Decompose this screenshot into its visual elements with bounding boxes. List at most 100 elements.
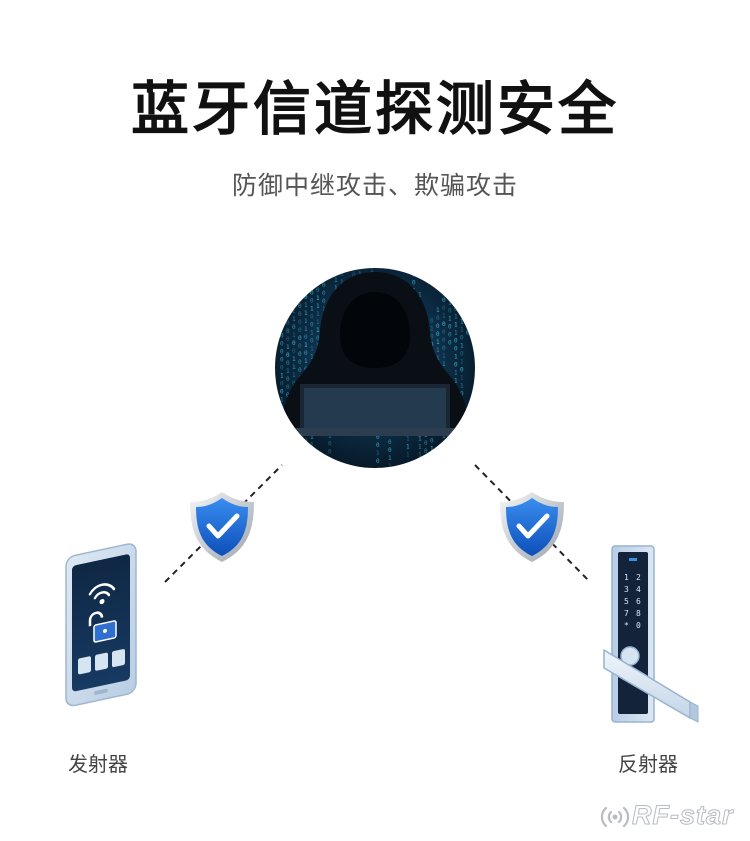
- matrix-glyph: 1: [292, 316, 296, 323]
- matrix-glyph: 0: [280, 380, 284, 387]
- matrix-glyph: 1: [460, 342, 464, 349]
- matrix-glyph: 0: [430, 453, 434, 460]
- matrix-glyph: 1: [292, 372, 296, 379]
- svg-text:4: 4: [636, 585, 641, 594]
- matrix-glyph: 1: [304, 326, 308, 333]
- matrix-glyph: 0: [376, 458, 380, 465]
- matrix-glyph: 0: [292, 324, 296, 331]
- matrix-glyph: 1: [460, 326, 464, 333]
- svg-text:5: 5: [624, 597, 629, 606]
- matrix-glyph: 0: [388, 439, 392, 446]
- matrix-glyph: 0: [328, 449, 332, 456]
- matrix-glyph: 0: [298, 359, 302, 366]
- matrix-glyph: 0: [298, 311, 302, 318]
- matrix-glyph: 0: [316, 335, 320, 342]
- matrix-glyph: 0: [418, 460, 422, 467]
- matrix-glyph: 0: [298, 351, 302, 358]
- matrix-glyph: 1: [406, 452, 410, 459]
- matrix-glyph: 0: [286, 304, 290, 311]
- matrix-glyph: 0: [280, 356, 284, 363]
- matrix-glyph: 1: [310, 441, 314, 448]
- matrix-glyph: 1: [442, 313, 446, 320]
- matrix-glyph: 0: [304, 350, 308, 357]
- matrix-glyph: 0: [466, 273, 470, 280]
- matrix-glyph: 0: [412, 271, 416, 278]
- matrix-glyph: 0: [460, 438, 464, 445]
- matrix-glyph: 1: [436, 355, 440, 362]
- matrix-glyph: 0: [466, 329, 470, 336]
- matrix-glyph: 1: [460, 374, 464, 381]
- matrix-glyph: 1: [322, 274, 326, 281]
- matrix-glyph: 1: [424, 456, 428, 463]
- matrix-glyph: 0: [340, 271, 344, 278]
- matrix-glyph: 0: [292, 340, 296, 347]
- matrix-glyph: 0: [280, 292, 284, 299]
- matrix-glyph: 1: [436, 339, 440, 346]
- matrix-glyph: 1: [292, 332, 296, 339]
- matrix-glyph: 0: [280, 420, 284, 427]
- matrix-glyph: 0: [310, 337, 314, 344]
- matrix-glyph: 0: [298, 463, 302, 470]
- matrix-glyph: 1: [292, 276, 296, 283]
- matrix-glyph: 1: [316, 311, 320, 318]
- matrix-glyph: 0: [454, 362, 458, 369]
- matrix-glyph: 1: [454, 450, 458, 457]
- matrix-glyph: 0: [376, 434, 380, 441]
- matrix-glyph: 1: [448, 300, 452, 307]
- matrix-glyph: 0: [286, 336, 290, 343]
- matrix-glyph: 0: [376, 442, 380, 449]
- matrix-glyph: 1: [460, 318, 464, 325]
- matrix-glyph: 0: [280, 404, 284, 411]
- matrix-glyph: 1: [334, 277, 338, 284]
- matrix-glyph: 0: [286, 352, 290, 359]
- matrix-glyph: 1: [286, 344, 290, 351]
- matrix-glyph: 1: [304, 446, 308, 453]
- matrix-glyph: 1: [286, 424, 290, 431]
- hacker-image: 0110100000100101000110010001001000111100…: [275, 263, 475, 470]
- matrix-glyph: 0: [310, 297, 314, 304]
- matrix-glyph: 0: [298, 367, 302, 374]
- matrix-glyph: 0: [310, 321, 314, 328]
- matrix-glyph: 1: [310, 329, 314, 336]
- matrix-glyph: 0: [298, 447, 302, 454]
- matrix-glyph: 1: [430, 325, 434, 332]
- matrix-glyph: 0: [316, 279, 320, 286]
- matrix-glyph: 0: [412, 279, 416, 286]
- matrix-glyph: 0: [442, 281, 446, 288]
- shield-check-icon: [190, 492, 254, 562]
- matrix-glyph: 0: [442, 305, 446, 312]
- reflector-label: 反射器: [618, 752, 678, 776]
- smartphone-unlock-icon: [65, 543, 137, 707]
- matrix-glyph: 0: [430, 317, 434, 324]
- matrix-glyph: 0: [292, 380, 296, 387]
- matrix-glyph: 1: [418, 452, 422, 459]
- page-title: 蓝牙信道探测安全: [130, 75, 619, 143]
- matrix-glyph: 1: [466, 321, 470, 328]
- matrix-glyph: 0: [298, 343, 302, 350]
- svg-text:3: 3: [624, 585, 629, 594]
- matrix-glyph: 1: [304, 358, 308, 365]
- matrix-glyph: 1: [310, 433, 314, 440]
- matrix-glyph: 0: [280, 348, 284, 355]
- matrix-glyph: 1: [304, 454, 308, 461]
- matrix-glyph: 1: [316, 295, 320, 302]
- matrix-glyph: 0: [460, 334, 464, 341]
- matrix-glyph: 1: [418, 444, 422, 451]
- matrix-glyph: 0: [424, 448, 428, 455]
- matrix-glyph: 0: [466, 313, 470, 320]
- matrix-glyph: 0: [304, 334, 308, 341]
- matrix-glyph: 0: [454, 434, 458, 441]
- matrix-glyph: 0: [454, 338, 458, 345]
- matrix-glyph: 0: [310, 289, 314, 296]
- matrix-glyph: 0: [286, 440, 290, 447]
- matrix-glyph: 0: [340, 263, 344, 270]
- matrix-glyph: 1: [340, 279, 344, 286]
- matrix-glyph: 0: [424, 440, 428, 447]
- matrix-glyph: 1: [466, 265, 470, 272]
- matrix-glyph: 0: [448, 308, 452, 315]
- matrix-glyph: 0: [286, 384, 290, 391]
- matrix-glyph: 1: [310, 353, 314, 360]
- matrix-glyph: 0: [322, 282, 326, 289]
